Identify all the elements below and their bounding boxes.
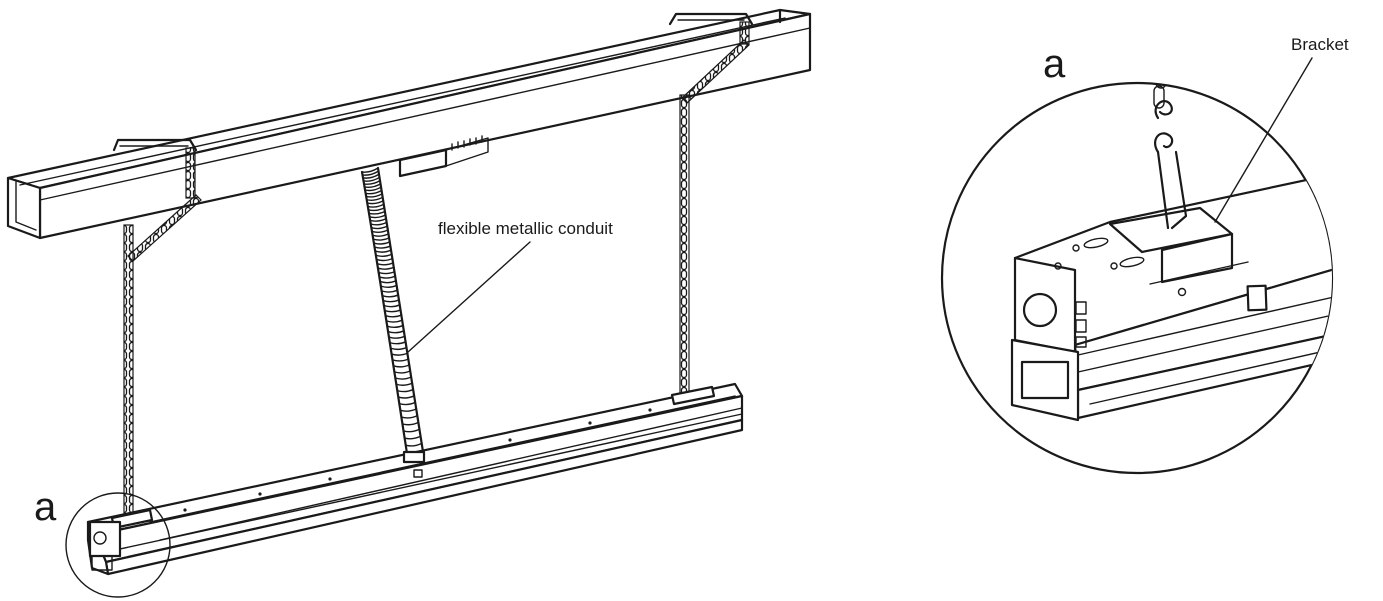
conduit-rib [362,176,381,182]
conduit-rib [370,225,389,230]
conduit-rib [389,346,408,351]
conduit-rib [371,233,390,237]
channel-hook-right [668,12,754,26]
conduit-rib [384,309,402,313]
conduit-rib [403,435,422,440]
flexible-conduit [360,166,426,462]
conduit-rib [364,189,383,195]
conduit-rib [370,221,388,226]
conduit-rib [405,442,423,447]
conduit-rib [375,253,393,257]
conduit-rib [384,314,403,318]
conduit-rib [361,167,379,173]
junction-box [398,135,489,178]
conduit-rib [401,421,420,426]
conduit-rib [399,408,418,412]
conduit-rib [387,330,405,334]
conduit-rib [388,335,406,339]
conduit-rib [395,382,414,386]
conduit-leader-line [407,241,531,353]
conduit-rib [364,186,382,192]
conduit-rib [389,341,407,345]
conduit-rib [372,237,390,241]
bracket-label: Bracket [1291,35,1349,54]
conduit-rib [369,217,387,222]
conduit-rib [397,395,416,399]
conduit-rib [368,210,386,215]
conduit-rib [373,241,391,245]
conduit-rib [361,170,380,176]
conduit-rib [366,196,384,201]
chain-left [123,147,202,521]
conduit-rib [375,257,394,262]
conduit-rib [378,275,397,279]
detail-marker-main: a [34,485,57,529]
channel-hook-left [112,138,198,152]
conduit-rib [392,364,411,368]
conduit-rib [376,262,394,266]
conduit-rib [374,249,392,253]
linear-fixture [86,382,744,576]
conduit-rib [381,294,400,298]
conduit-rib [383,304,401,308]
conduit-rib [380,284,398,288]
detail-marker-inset: a [1043,42,1066,86]
conduit-rib [400,414,419,419]
conduit-label: flexible metallic conduit [438,219,613,238]
conduit-rib [363,179,381,185]
conduit-rib [385,319,404,323]
conduit-rib [390,352,409,356]
conduit-rib [366,200,384,205]
conduit-rib [368,214,387,219]
conduit-rib [398,401,417,406]
conduit-rib [362,173,380,179]
conduit-rib [379,280,397,284]
conduit-rib [377,266,395,270]
conduit-rib [402,428,421,433]
conduit-rib [367,207,386,212]
conduit-rib [396,388,415,393]
conduit-rib [371,229,389,234]
conduit-rib [373,245,392,249]
conduit-rib [365,193,383,198]
conduit-rib [363,183,382,189]
conduit-rib [377,270,396,275]
detail-circle-main [65,492,171,598]
conduit-rib [393,370,412,374]
conduit-rib [382,299,400,303]
conduit-rib [367,203,385,208]
bracket-leader-line [1214,57,1313,223]
conduit-rib [394,376,413,380]
conduit-rib [386,324,404,329]
ceiling-channel [6,8,812,240]
conduit-rib [380,289,399,293]
detail-inset [940,81,1334,475]
conduit-rib [391,358,410,362]
